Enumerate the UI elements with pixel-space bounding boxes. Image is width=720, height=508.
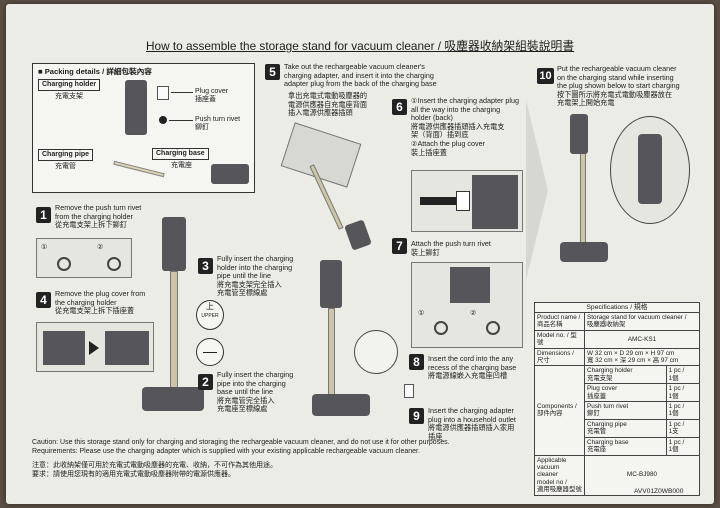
charging-holder-label-zh: 充電支架 <box>55 93 83 100</box>
step-7-illustration: ① ② <box>411 262 523 348</box>
step-1-illustration: ① ② <box>36 238 132 278</box>
specifications-table: Product name /商品名稱 Storage stand for vac… <box>534 312 701 496</box>
step-1-number: 1 <box>36 207 51 223</box>
packing-details-box: ■ Packing details / 詳細包裝內容 Charging hold… <box>32 63 255 193</box>
next-arrow <box>526 100 548 280</box>
line-marker <box>196 338 224 366</box>
charging-holder-label: Charging holder <box>38 79 101 91</box>
upper-marker: 上 UPPER <box>196 300 224 330</box>
charging-base-label: Charging base <box>152 148 209 160</box>
rivet-label-zh: 鉚釘 <box>195 124 209 131</box>
step-4-number: 4 <box>36 292 51 308</box>
push-turn-rivet-image <box>159 116 167 124</box>
step-3-number: 3 <box>198 258 213 274</box>
charging-holder-image <box>125 80 147 135</box>
packing-heading: ■ Packing details / 詳細包裝內容 <box>38 67 152 76</box>
step-10-illustration <box>554 114 694 274</box>
step-5-text: Take out the rechargeable vacuum cleaner… <box>284 62 437 89</box>
charging-pipe-image <box>113 160 165 178</box>
page-title: How to assemble the storage stand for va… <box>146 39 575 53</box>
instruction-sheet: How to assemble the storage stand for va… <box>6 4 714 504</box>
document-code: AVV01Z0WB000 <box>634 488 684 495</box>
specifications-section: Specifications / 規格 Product name /商品名稱 S… <box>534 302 701 496</box>
rivet-label: Push turn rivet <box>195 116 241 123</box>
plug-cover-label: Plug cover <box>195 88 229 95</box>
step-9-number: 9 <box>409 408 424 424</box>
step-4-illustration <box>36 322 154 372</box>
plug-cover-image <box>157 86 169 100</box>
step-5-text-zh: 拿出充電式電動吸塵器的電源供應器自充電座背面插入電源供應器插頭 <box>288 91 368 118</box>
step-5-illustration <box>268 122 388 252</box>
requirements-text: Requirements: Please use the charging ad… <box>32 448 420 455</box>
step-6-illustration <box>411 170 523 232</box>
plug-cover-label-zh: 插座蓋 <box>195 96 216 103</box>
charging-base-label-zh: 充電座 <box>171 162 192 169</box>
requirements-text-zh: 要求：請使用您現有的適用充電式電動吸塵器附帶的電源供應器。 <box>32 471 235 478</box>
step-8-number: 8 <box>409 354 424 370</box>
stand-illustration <box>142 217 236 417</box>
step-10-number: 10 <box>537 68 554 84</box>
stand-with-cord-illustration <box>306 260 416 420</box>
step-6-number: 6 <box>392 99 407 115</box>
step-7-number: 7 <box>392 238 407 254</box>
step-5-number: 5 <box>265 64 280 80</box>
charging-base-image <box>211 164 249 184</box>
charging-pipe-label-zh: 充電管 <box>55 163 76 170</box>
step-2-number: 2 <box>198 374 213 390</box>
charging-pipe-label: Charging pipe <box>38 149 94 161</box>
caution-text-zh: 注意：此收納架僅可用於充電式電動吸塵器的充電、收納，不可作為其他用途。 <box>32 462 277 469</box>
caution-text: Caution: Use this storage stand only for… <box>32 439 450 446</box>
specifications-heading: Specifications / 規格 <box>534 302 700 312</box>
